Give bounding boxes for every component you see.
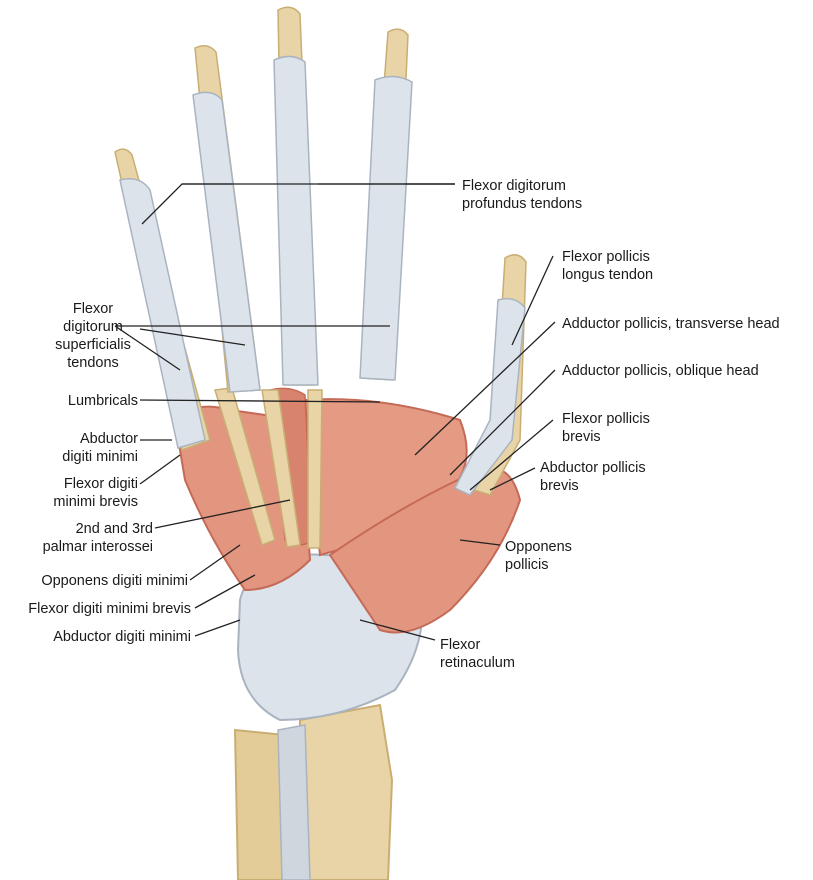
- label-lumbricals: Lumbricals: [67, 393, 138, 409]
- label-adductor-pollicis-transverse: Adductor pollicis, transverse head: [562, 316, 780, 332]
- radius-bone: [299, 703, 394, 880]
- label-abductor-digiti-minimi-lower: Abductor digiti minimi: [53, 629, 191, 645]
- index-finger: [359, 28, 413, 381]
- forearm-tendons: [277, 724, 311, 880]
- label-adductor-pollicis-oblique: Adductor pollicis, oblique head: [562, 363, 759, 379]
- forearm-bones: [233, 703, 394, 880]
- middle-finger: [273, 6, 319, 386]
- leader-lines: [114, 183, 556, 641]
- label-flexor-digiti-minimi-brevis-lower: Flexor digiti minimi brevis: [28, 601, 191, 617]
- thumb: [453, 254, 527, 496]
- label-opponens-digiti-minimi: Opponens digiti minimi: [41, 573, 188, 589]
- ulna-bone: [233, 728, 287, 880]
- thenar-muscles: [328, 467, 522, 634]
- ring-finger: [192, 45, 261, 393]
- little-finger: [114, 148, 211, 451]
